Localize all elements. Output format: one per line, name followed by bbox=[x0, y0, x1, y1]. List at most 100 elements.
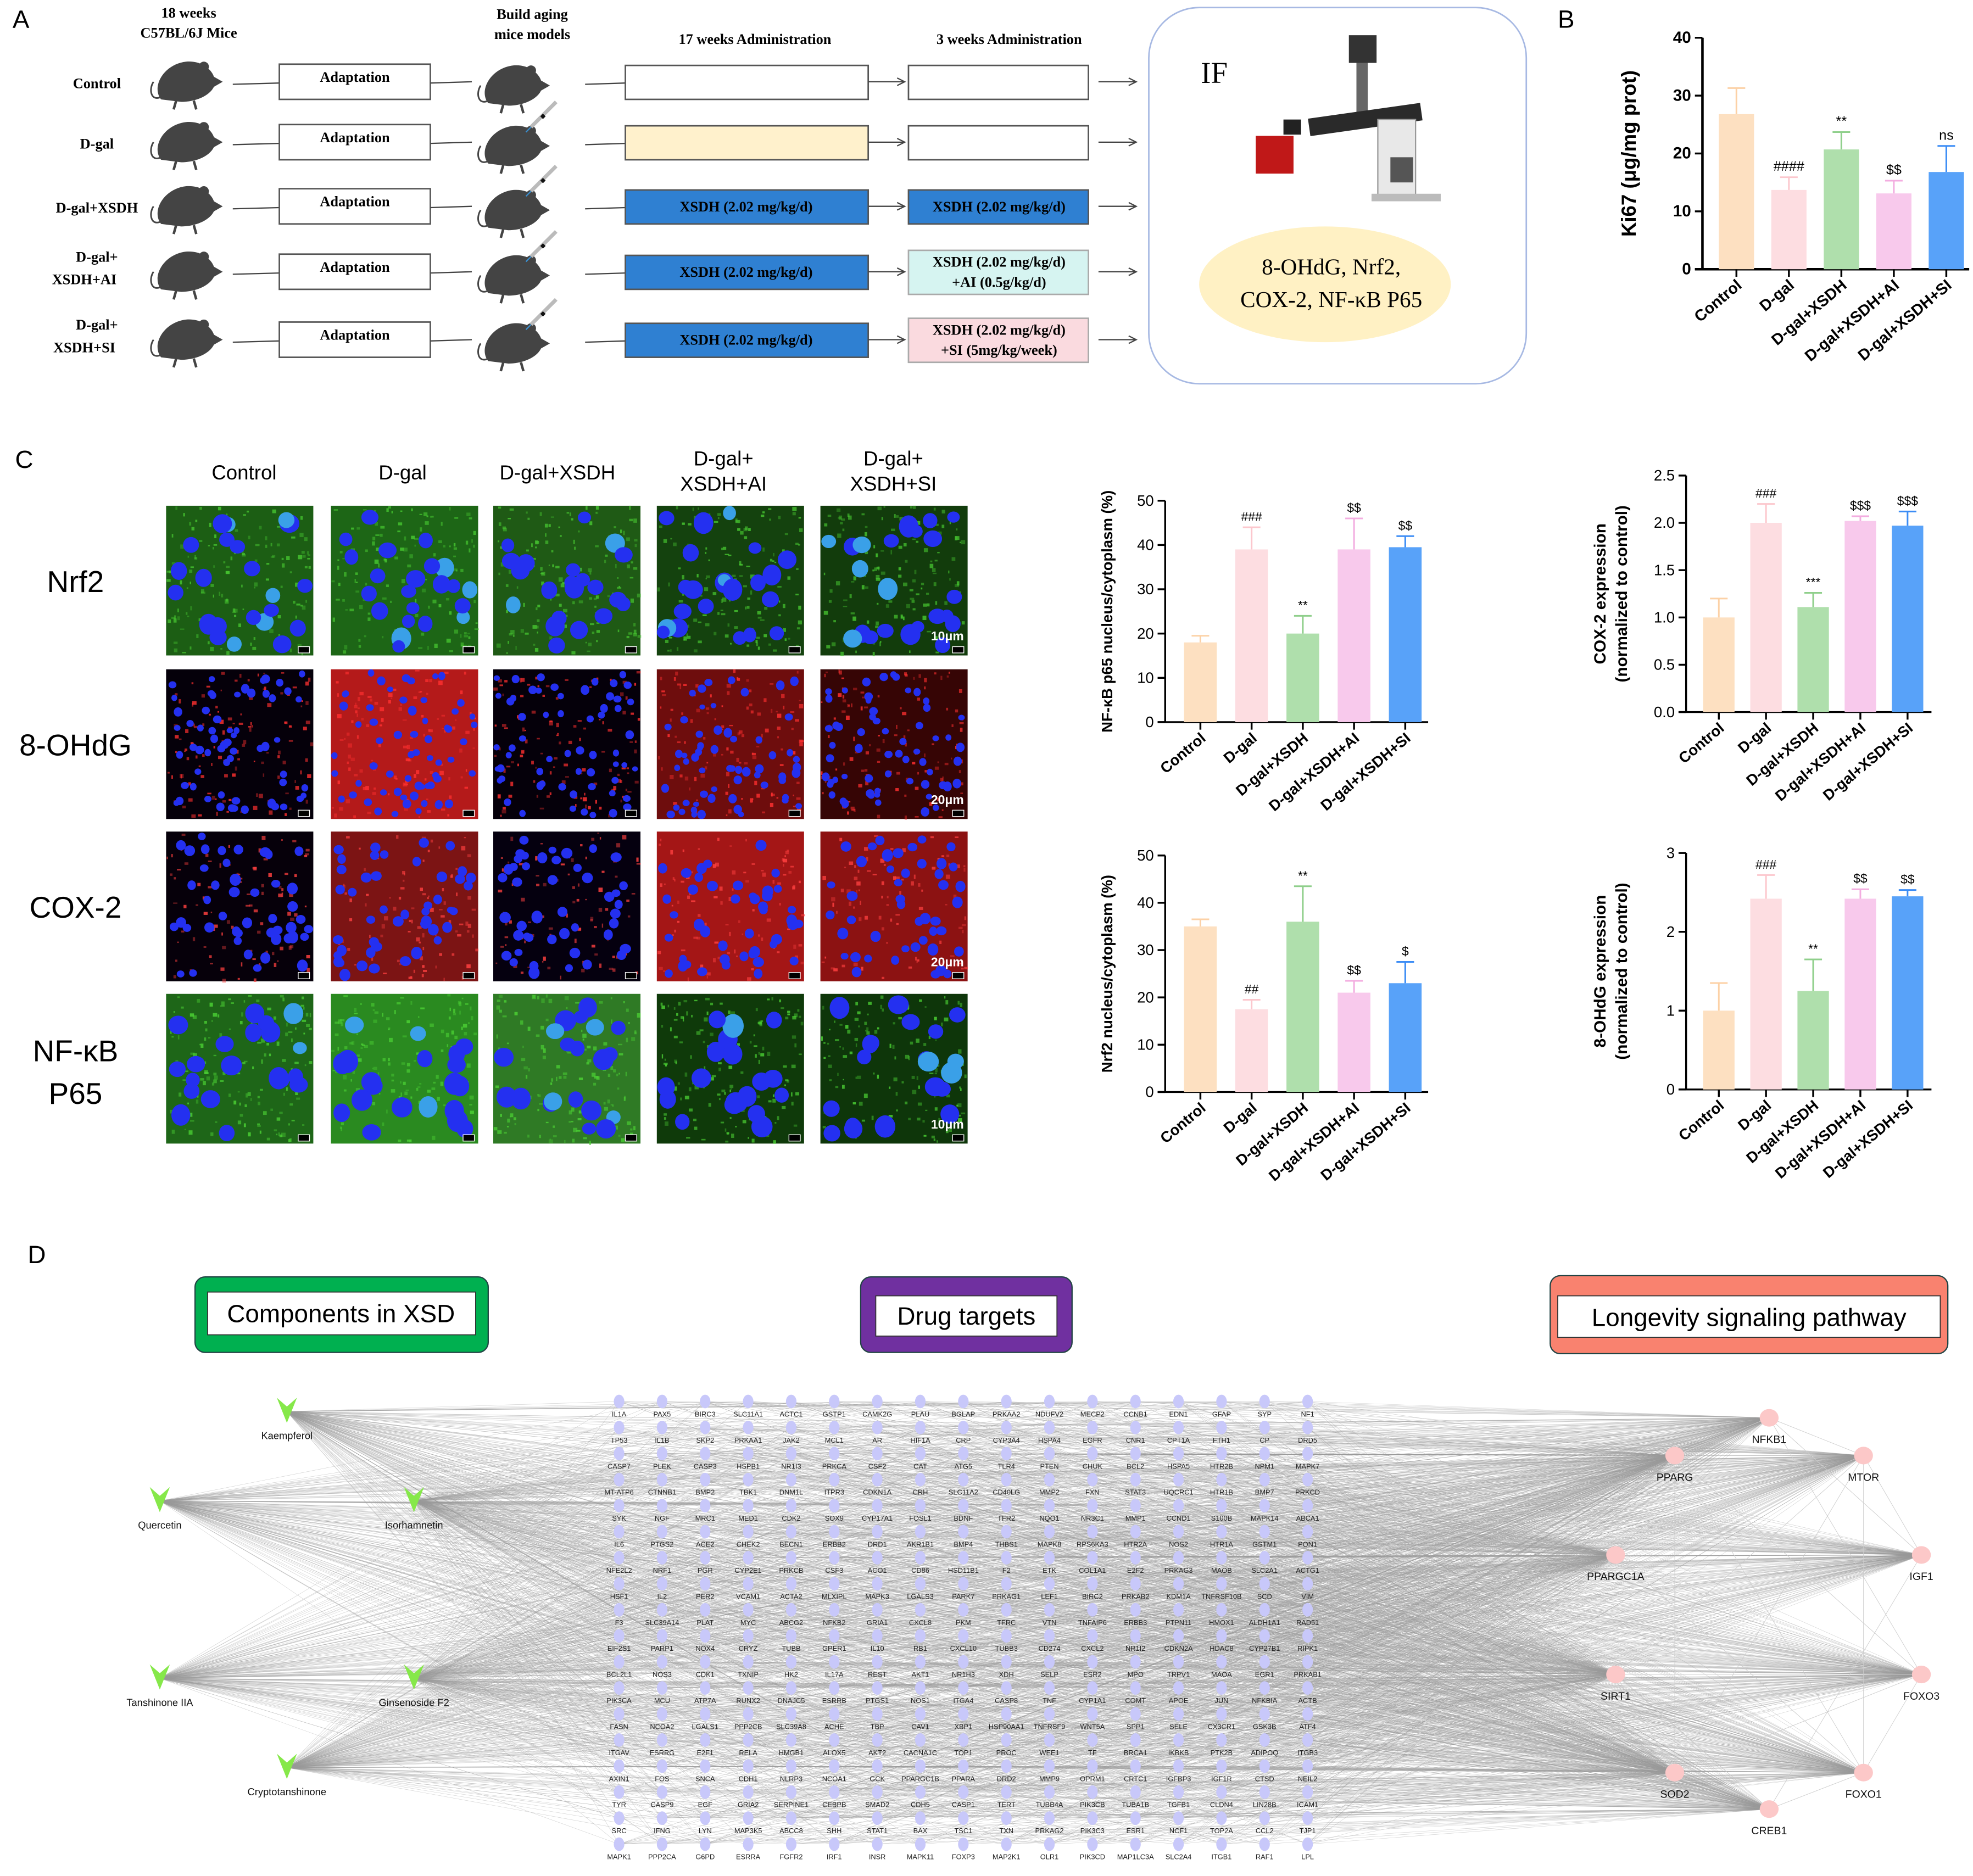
y-tick-label: 10 bbox=[1137, 1036, 1154, 1053]
edge bbox=[1006, 1417, 1769, 1506]
target-label: CDH5 bbox=[911, 1801, 930, 1809]
group-label-line2: XSDH+SI bbox=[53, 339, 115, 355]
edge bbox=[287, 1411, 1050, 1506]
treatment-17w-label: XSDH (2.02 mg/kg/d) bbox=[679, 199, 812, 215]
edge bbox=[287, 1411, 963, 1454]
target-node: LEF1 bbox=[1041, 1577, 1058, 1600]
target-node: ACE2 bbox=[696, 1525, 715, 1549]
edge bbox=[1049, 1583, 1864, 1773]
row-header: 8-OHdG bbox=[19, 728, 132, 762]
target-label: CRP bbox=[956, 1436, 971, 1444]
edge bbox=[1264, 1453, 1616, 1555]
target-node: NR1I2 bbox=[1125, 1629, 1145, 1652]
edge bbox=[287, 1411, 1179, 1610]
pathway-node: NFKB1 bbox=[1752, 1409, 1786, 1446]
scale-bar bbox=[462, 809, 475, 817]
edge bbox=[414, 1500, 878, 1637]
edge bbox=[287, 1661, 1093, 1768]
edge bbox=[414, 1500, 921, 1715]
target-label: LIN28B bbox=[1253, 1801, 1277, 1809]
target-node: AKT1 bbox=[911, 1655, 929, 1679]
edge bbox=[414, 1401, 792, 1501]
target-label: TNFAIP6 bbox=[1078, 1618, 1107, 1627]
edge bbox=[1178, 1674, 1616, 1793]
target-node: SLC11A2 bbox=[949, 1472, 978, 1497]
edge bbox=[287, 1411, 1265, 1480]
target-label: LYN bbox=[699, 1827, 712, 1835]
target-label: TYR bbox=[612, 1801, 626, 1809]
adaptation-box bbox=[278, 321, 431, 358]
target-label: CAV1 bbox=[911, 1722, 929, 1730]
category-label: Control bbox=[1675, 1097, 1727, 1144]
edge bbox=[1307, 1455, 1675, 1636]
edge bbox=[1221, 1674, 1616, 1845]
target-label: BGLAP bbox=[951, 1410, 975, 1418]
category-label: D-gal bbox=[1220, 1099, 1260, 1136]
edge bbox=[287, 1401, 749, 1412]
target-label: PIK3CB bbox=[1080, 1801, 1105, 1809]
edge bbox=[287, 1767, 1007, 1818]
edge bbox=[1221, 1583, 1864, 1773]
target-label: CCND1 bbox=[1166, 1514, 1190, 1522]
edge bbox=[287, 1411, 1222, 1662]
scale-bar bbox=[788, 646, 801, 654]
target-node: APOE bbox=[1169, 1681, 1188, 1705]
y-tick-label: 40 bbox=[1137, 894, 1154, 911]
edge bbox=[414, 1500, 792, 1715]
edge bbox=[1092, 1674, 1922, 1793]
edge bbox=[414, 1505, 1050, 1679]
target-node: RB1 bbox=[913, 1629, 927, 1652]
target-label: CHEK2 bbox=[737, 1540, 760, 1549]
target-node: HSD11B1 bbox=[948, 1551, 979, 1575]
edge bbox=[287, 1411, 1093, 1558]
treatment-17w-label: XSDH (2.02 mg/kg/d) bbox=[679, 264, 812, 280]
target-node: AXIN1 bbox=[609, 1759, 629, 1783]
edge bbox=[287, 1411, 662, 1662]
edge bbox=[287, 1411, 1093, 1532]
target-node: CNR1 bbox=[1126, 1421, 1145, 1444]
edge bbox=[1092, 1417, 1770, 1793]
target-label: NLRP3 bbox=[780, 1774, 802, 1783]
edge bbox=[662, 1417, 1769, 1610]
edge bbox=[1006, 1455, 1864, 1845]
edge bbox=[834, 1772, 1675, 1845]
edge bbox=[159, 1610, 878, 1679]
category-label: D-gal+XSDH+AI bbox=[1266, 1099, 1363, 1184]
edge bbox=[791, 1455, 1675, 1793]
edge bbox=[877, 1555, 1616, 1715]
edge bbox=[287, 1411, 1179, 1637]
edge bbox=[159, 1678, 1050, 1818]
edge bbox=[920, 1417, 1769, 1818]
target-label: MT-ATP6 bbox=[604, 1488, 633, 1497]
pathway-label: FOXO1 bbox=[1846, 1789, 1882, 1801]
target-node: MLXIPL bbox=[822, 1577, 847, 1600]
edge bbox=[834, 1455, 1864, 1558]
target-node: LGALS3 bbox=[907, 1577, 934, 1600]
edge bbox=[748, 1455, 1675, 1610]
edge bbox=[1006, 1455, 1864, 1793]
edge bbox=[159, 1678, 662, 1715]
target-node: HTR2B bbox=[1210, 1447, 1233, 1470]
target-node: NOS1 bbox=[911, 1681, 930, 1705]
target-label: DNM1L bbox=[779, 1488, 803, 1497]
edge bbox=[159, 1500, 1308, 1818]
target-node: GRIA1 bbox=[867, 1603, 888, 1627]
target-label: AKT2 bbox=[868, 1749, 886, 1757]
target-node: TOP1 bbox=[954, 1733, 972, 1757]
row-header: Nrf2 bbox=[47, 565, 104, 599]
edge bbox=[159, 1500, 1179, 1584]
y-axis-label-line2: (normalized to control) bbox=[1613, 883, 1631, 1059]
bar bbox=[1337, 549, 1370, 722]
edge bbox=[963, 1674, 1922, 1767]
target-node: CD86 bbox=[911, 1551, 929, 1575]
target-label: BMP4 bbox=[954, 1540, 973, 1549]
edge bbox=[414, 1500, 1222, 1818]
edge bbox=[619, 1417, 1769, 1480]
target-node: HTR1A bbox=[1210, 1525, 1233, 1549]
scale-bar bbox=[298, 1134, 310, 1142]
adaptation-label: Adaptation bbox=[320, 69, 390, 85]
arrow-icon bbox=[1128, 77, 1138, 86]
edge bbox=[791, 1417, 1769, 1662]
